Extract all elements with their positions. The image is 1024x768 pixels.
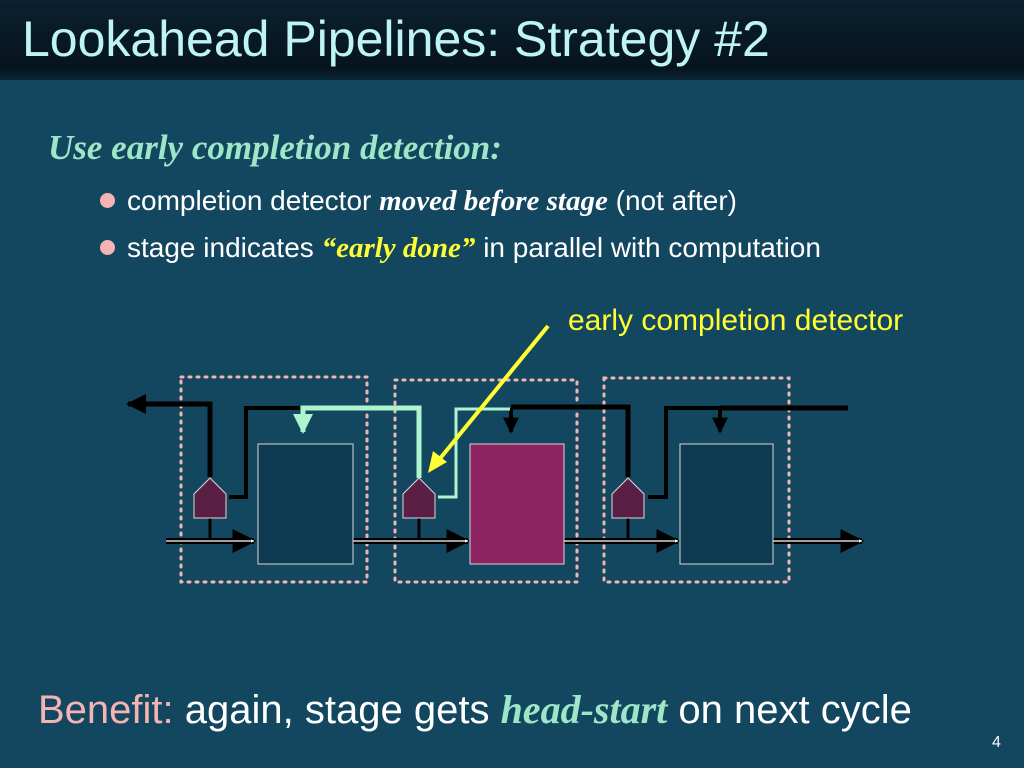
callout-label: early completion detector [568,304,904,337]
benefit-emphasis: head-start [500,687,668,732]
bullet-item-2: stage indicates “early done” in parallel… [100,232,821,265]
stage-boundary-3 [602,376,791,584]
bullet-dot-icon [100,240,115,255]
early-done-feed-wire [438,407,510,499]
callout-pointer-arrow [428,324,550,473]
stage-logic-block-1 [257,443,354,565]
stage-boundary-1 [179,375,369,584]
bullet-item-1: completion detector moved before stage (… [100,185,737,218]
bullet-1-post: (not after) [607,185,738,216]
subheading: Use early completion detection: [48,128,502,167]
bullet-1-emphasis: moved before stage [379,185,608,217]
bullet-2-post: in parallel with computation [475,232,821,263]
title-bar [0,0,1024,80]
stage-logic-block-3 [679,443,774,565]
page-number: 4 [992,734,1001,751]
benefit-line: Benefit: again, stage gets head-start on… [38,686,912,733]
ack-wire-1 [229,406,300,499]
bullet-2-emphasis: “early done” [321,232,476,264]
stage-logic-block-2 [469,443,565,565]
stage-boundary-2 [393,378,579,584]
ack-wire-3 [648,406,728,499]
slide-title: Lookahead Pipelines: Strategy #2 [22,11,770,67]
bullet-dot-icon [100,193,115,208]
early-done-wire [293,405,422,478]
completion-detector-1 [193,477,227,519]
completion-detector-3 [611,477,645,519]
bullet-2-pre: stage indicates [127,232,322,263]
benefit-label: Benefit: [38,688,174,732]
bullet-1-pre: completion detector [127,185,380,216]
benefit-post: on next cycle [667,688,912,732]
ack-wire-out-left [126,394,213,477]
completion-detector-2-early [402,477,436,519]
benefit-pre: again, stage gets [173,688,501,732]
req-wire-2 [511,404,631,477]
